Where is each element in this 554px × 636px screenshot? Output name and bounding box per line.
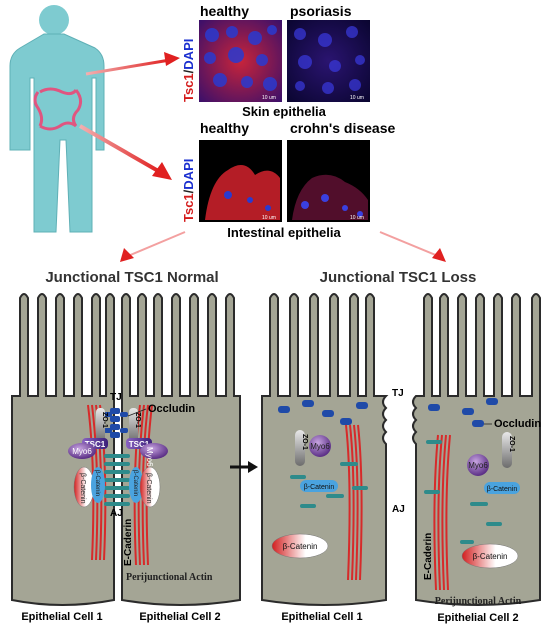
normal-occludin-strands (104, 408, 128, 438)
int-crohn-nuclei (301, 194, 363, 217)
svg-text:β-Catenin: β-Catenin (487, 486, 518, 493)
svg-text:β-Catenin: β-Catenin (145, 473, 152, 504)
skin-healthy-label: healthy (200, 3, 249, 19)
loss-ecadherin-cell2 (424, 440, 502, 544)
loss-panel-title: Junctional TSC1 Loss (320, 269, 477, 286)
loss-cell1-label: Epithelial Cell 1 (281, 611, 362, 623)
normal-cell-1 (11, 293, 115, 606)
loss-bcatenin-cell2-red: β-Catenin (461, 543, 519, 569)
svg-text:ZO-1: ZO-1 (508, 436, 515, 452)
normal-ecadherin-label: E-Caderin (123, 519, 134, 566)
loss-bcatenin-cell1-red: β-Catenin (271, 533, 329, 559)
skin-psoriasis-label: psoriasis (290, 3, 352, 19)
loss-cell-2 (412, 293, 541, 606)
stain-label-skin: Tsc1/DAPI (181, 39, 196, 102)
skin-healthy-scale: 10 um (262, 95, 276, 101)
normal-cell2-label: Epithelial Cell 2 (139, 611, 220, 623)
int-healthy-tissue (205, 165, 280, 220)
skin-psoriasis-nuclei (294, 26, 365, 94)
normal-occludin-pointer (127, 408, 147, 417)
loss-cell2-label: Epithelial Cell 2 (437, 612, 518, 624)
int-crohn-label: crohn's disease (290, 120, 395, 136)
int-crohn-tissue (292, 174, 368, 220)
loss-myo6-cell2: Myo6 (467, 454, 489, 476)
svg-text:β-Catenin: β-Catenin (94, 470, 100, 496)
loss-actin-cell2 (433, 434, 451, 591)
loss-aj-label: AJ (392, 504, 405, 515)
skin-psoriasis-scale: 10 um (350, 95, 364, 101)
loss-myo6-cell1: Myo6 (309, 435, 331, 457)
svg-text:ZO-1: ZO-1 (301, 434, 308, 450)
arrow-to-intestine (79, 124, 172, 180)
intestine-icon (33, 87, 83, 131)
svg-text:β-Catenin: β-Catenin (304, 484, 335, 491)
stain-label-intestine: Tsc1/DAPI (181, 159, 196, 222)
skin-caption: Skin epithelia (242, 104, 327, 119)
int-healthy-label: healthy (200, 120, 249, 136)
normal-bcatenin-left: β-Catenin (73, 466, 95, 508)
svg-text:Myo6: Myo6 (72, 447, 92, 456)
normal-bcatenin-right: β-Catenin (139, 466, 161, 508)
arrow-to-normal (120, 231, 186, 262)
normal-zo1-right: ZO-1 (129, 408, 141, 442)
int-healthy-nuclei (224, 191, 271, 211)
svg-text:Myo6: Myo6 (310, 442, 330, 451)
normal-myo6-left: Myo6 (68, 443, 96, 459)
loss-bcatenin-cell2-blue: β-Catenin (484, 482, 520, 494)
svg-text:TSC1: TSC1 (129, 440, 150, 449)
svg-text:Myo6: Myo6 (145, 447, 154, 467)
arrow-to-loss (379, 231, 446, 262)
int-healthy-scale: 10 um (262, 215, 276, 221)
loss-actin-label: Perijunctional Actin (435, 596, 522, 607)
svg-text:Myo6: Myo6 (468, 461, 488, 470)
loss-zo1-cell2: ZO-1 (502, 432, 515, 468)
loss-ecadherin-cell1 (290, 462, 368, 508)
loss-zo1-cell1: ZO-1 (295, 430, 308, 466)
normal-myo6-right: Myo6 (140, 443, 168, 467)
normal-cell1-label: Epithelial Cell 1 (21, 611, 102, 623)
normal-bcatenin-left-2: β-Catenin (91, 467, 105, 503)
normal-occludin-label: Occludin (148, 403, 195, 415)
arrow-to-skin (85, 52, 180, 76)
loss-bcatenin-cell1-blue: β-Catenin (300, 480, 338, 492)
loss-ecadherin-label: E-Caderin (423, 533, 434, 580)
transition-arrow (230, 461, 258, 473)
loss-occludin-cell1 (278, 400, 368, 425)
skin-healthy-nuclei (204, 25, 277, 91)
normal-bcatenin-right-2: β-Catenin (129, 467, 143, 503)
svg-text:ZO-1: ZO-1 (101, 412, 108, 428)
normal-zo1-left: ZO-1 (96, 408, 108, 442)
svg-text:β-Catenin: β-Catenin (132, 470, 138, 496)
svg-text:β-Catenin: β-Catenin (79, 473, 86, 504)
svg-text:TSC1: TSC1 (85, 440, 106, 449)
normal-tj-label: TJ (110, 392, 122, 403)
intestine-caption: Intestinal epithelia (227, 225, 341, 240)
int-crohn-scale: 10 um (350, 215, 364, 221)
loss-actin-cell1 (345, 424, 363, 581)
normal-aj-label: AJ (110, 508, 123, 519)
normal-ecadherin-ladder (104, 454, 130, 506)
human-figure (9, 5, 105, 233)
svg-text:ZO-1: ZO-1 (134, 412, 141, 428)
loss-occludin-cell2 (428, 398, 498, 427)
normal-actin-label: Perijunctional Actin (126, 572, 213, 583)
svg-text:β-Catenin: β-Catenin (283, 542, 318, 551)
svg-text:β-Catenin: β-Catenin (473, 552, 508, 561)
normal-panel-title: Junctional TSC1 Normal (45, 269, 218, 286)
normal-cell-2 (121, 293, 241, 606)
loss-tj-label: TJ (392, 388, 404, 399)
loss-occludin-label: Occludin (494, 418, 541, 430)
